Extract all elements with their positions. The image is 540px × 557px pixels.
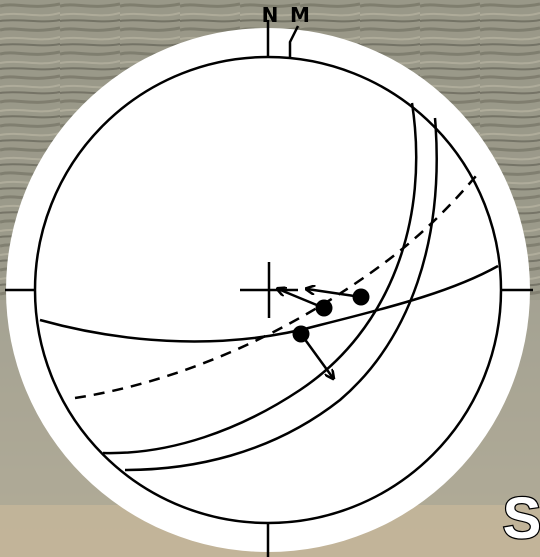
figure-letter: S — [503, 486, 540, 551]
north-label: N — [262, 3, 279, 27]
magnetic-north-label: M — [290, 3, 310, 27]
